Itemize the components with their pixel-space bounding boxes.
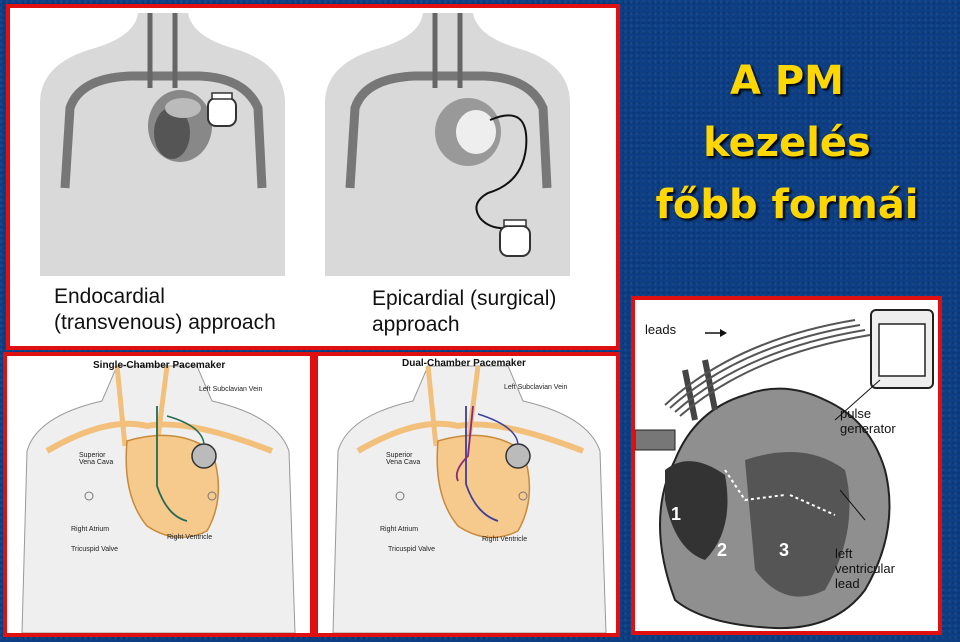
title-line-3: főbb formái <box>655 182 919 228</box>
dual-chamber-heading: Dual-Chamber Pacemaker <box>402 358 526 369</box>
endocardial-caption-line-1: Endocardial <box>54 285 165 308</box>
epicardial-caption-line-2: approach <box>372 313 460 336</box>
title-line-2: kezelés <box>703 120 871 166</box>
label-tricuspid-valve-dual: Tricuspid Valve <box>388 546 436 553</box>
approach-illustration-panel: Endocardial (transvenous) approach Epica… <box>6 4 620 350</box>
label-left-subclavian-vein-dual: Left Subclavian Vein <box>504 384 568 391</box>
endocardial-torso-figure <box>40 13 285 276</box>
label-tricuspid-valve: Tricuspid Valve <box>71 546 119 553</box>
label-left-ventricular-lead: left ventricular lead <box>835 546 895 591</box>
label-pulse-generator-line-1: pulse <box>840 406 872 421</box>
single-chamber-figure <box>21 365 296 633</box>
slide-title: A PM kezelés főbb formái <box>632 50 942 236</box>
epicardial-caption: Epicardial (surgical) approach <box>372 286 556 338</box>
endocardial-caption-line-2: (transvenous) approach <box>54 311 276 334</box>
label-right-ventricle: Right Ventricle <box>167 534 213 541</box>
single-chamber-panel: Single-Chamber Pacemaker Left Subclavian… <box>3 352 314 637</box>
single-chamber-heading: Single-Chamber Pacemaker <box>93 360 226 371</box>
label-pulse-generator-line-2: generator <box>840 421 896 436</box>
epicardial-torso-figure <box>325 13 570 276</box>
label-right-ventricle-dual: Right Ventricle <box>482 536 528 543</box>
label-right-atrium: Right Atrium <box>71 526 110 533</box>
chamber-number-1: 1 <box>671 504 682 524</box>
torso-illustrations <box>40 13 570 276</box>
label-lv-lead-line-1: left <box>835 546 853 561</box>
epicardial-caption-line-1: Epicardial (surgical) <box>372 287 557 310</box>
label-lv-lead-line-2: ventricular <box>835 561 895 576</box>
label-superior-vena-cava: Superior Vena Cava <box>79 452 114 466</box>
label-left-subclavian-vein: Left Subclavian Vein <box>199 386 263 393</box>
heart-with-leads-figure <box>635 309 934 630</box>
heart-leads-panel: leads pulse generator left ventricular l… <box>631 296 942 635</box>
dual-chamber-panel: Dual-Chamber Pacemaker Left Subclavian V… <box>314 352 620 637</box>
title-line-1: A PM <box>729 58 844 104</box>
endocardial-caption: Endocardial (transvenous) approach <box>54 284 276 336</box>
chamber-number-2: 2 <box>717 540 728 560</box>
label-pulse-generator: pulse generator <box>840 406 896 436</box>
label-right-atrium-dual: Right Atrium <box>380 526 419 533</box>
chamber-number-3: 3 <box>779 540 790 560</box>
dual-chamber-figure <box>332 365 607 633</box>
label-leads: leads <box>645 322 677 337</box>
label-lv-lead-line-3: lead <box>835 576 860 591</box>
label-superior-vena-cava-dual: Superior Vena Cava <box>386 452 421 466</box>
